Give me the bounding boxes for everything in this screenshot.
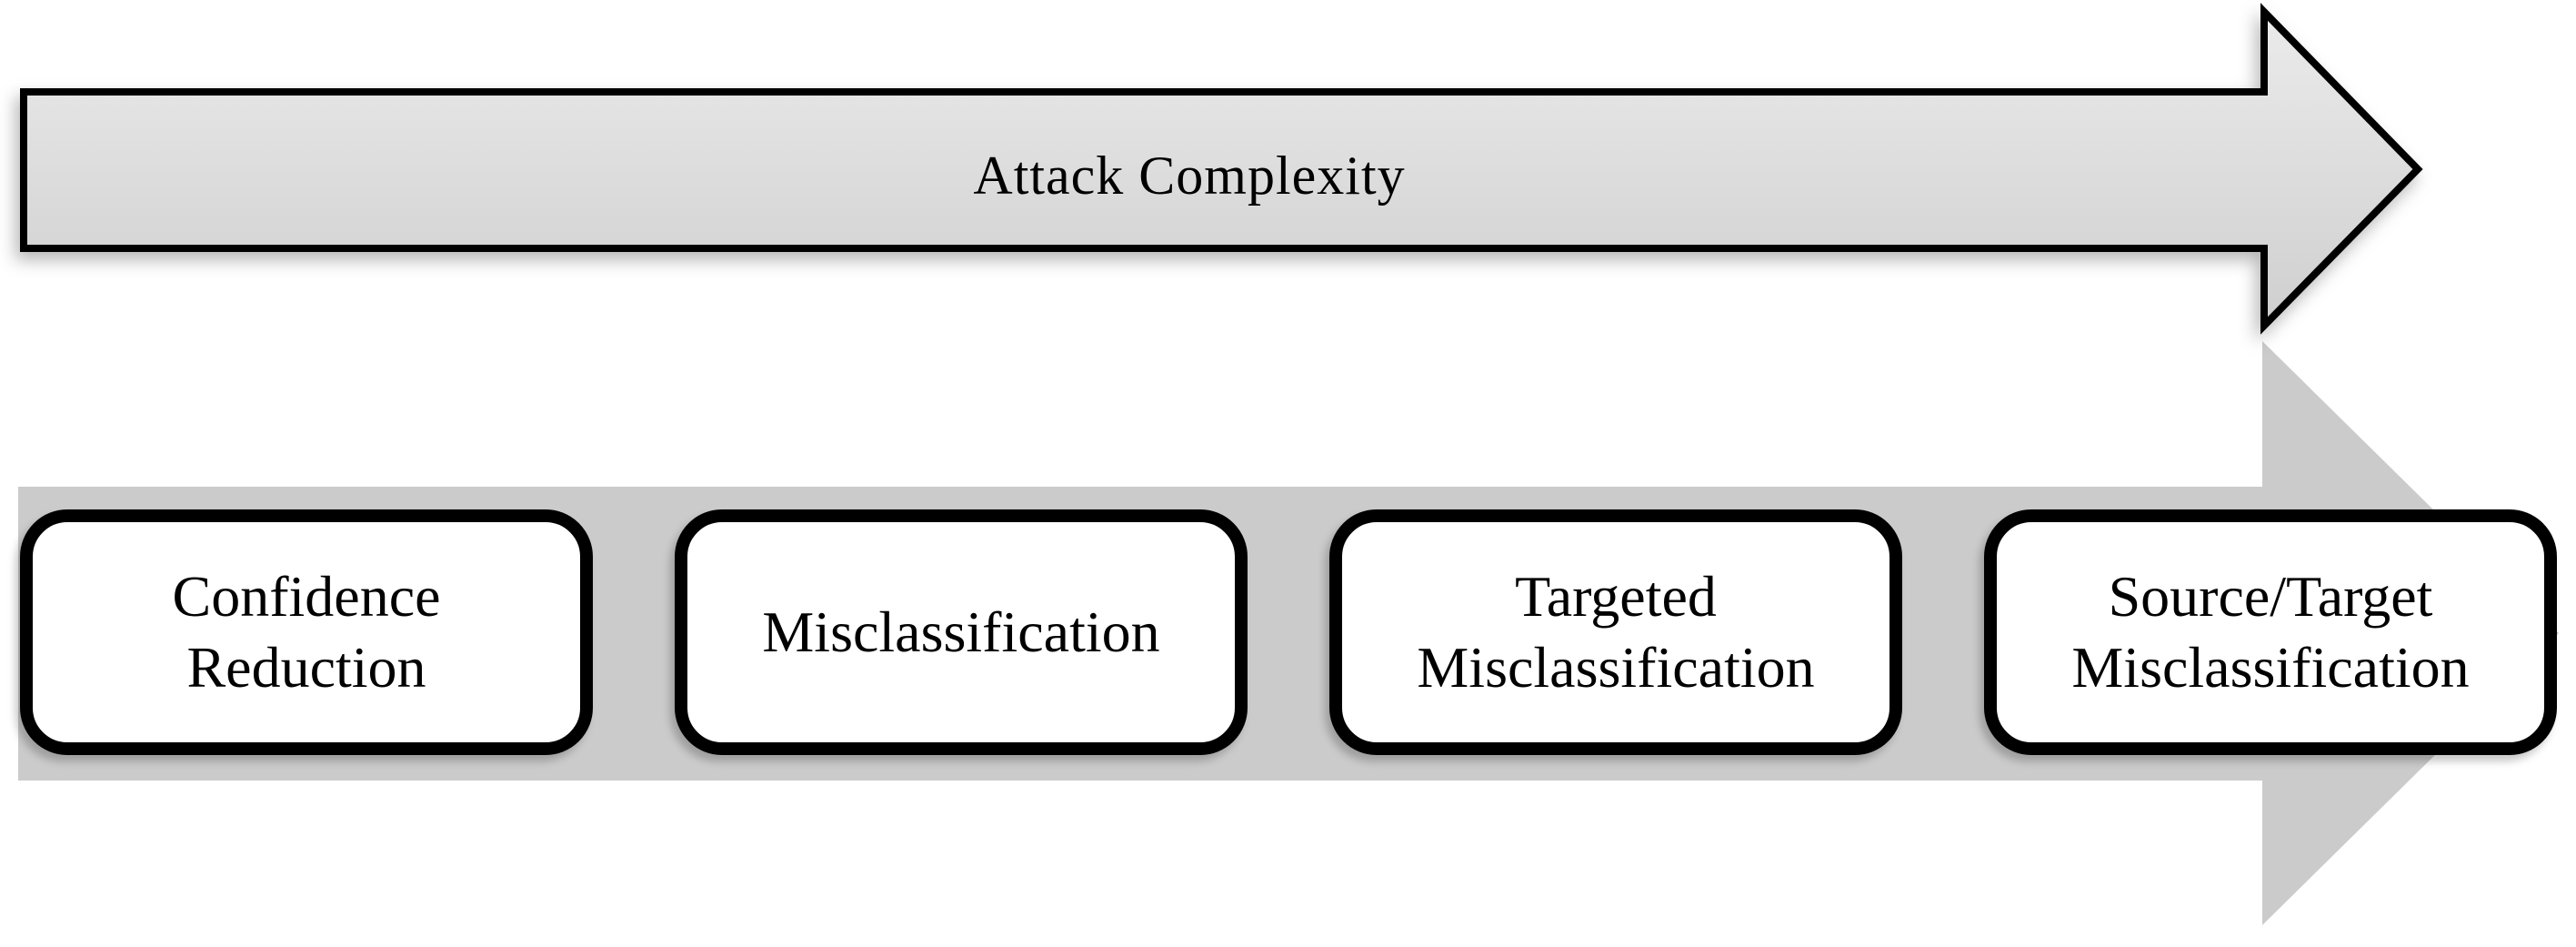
- attack-goals-arrow-shape: [18, 341, 2559, 925]
- box-label-line: Misclassification: [2071, 635, 2470, 700]
- box-label-line: Misclassification: [1417, 635, 1815, 700]
- box-misclassification: Misclassification: [675, 509, 1248, 755]
- box-confidence-reduction: Confidence Reduction: [20, 509, 593, 755]
- attack-complexity-arrow-shape: [20, 3, 2423, 335]
- box-label-line: Confidence: [172, 564, 441, 629]
- box-label-line: Reduction: [186, 635, 426, 700]
- attack-complexity-label: Attack Complexity: [973, 146, 1405, 206]
- box-label-line: Source/Target: [2108, 564, 2433, 629]
- box-label-line: Misclassification: [762, 599, 1160, 664]
- box-targeted-misclassification: Targeted Misclassification: [1329, 509, 1902, 755]
- box-label-line: Targeted: [1515, 564, 1717, 629]
- box-source-target-misclassification: Source/Target Misclassification: [1984, 509, 2557, 755]
